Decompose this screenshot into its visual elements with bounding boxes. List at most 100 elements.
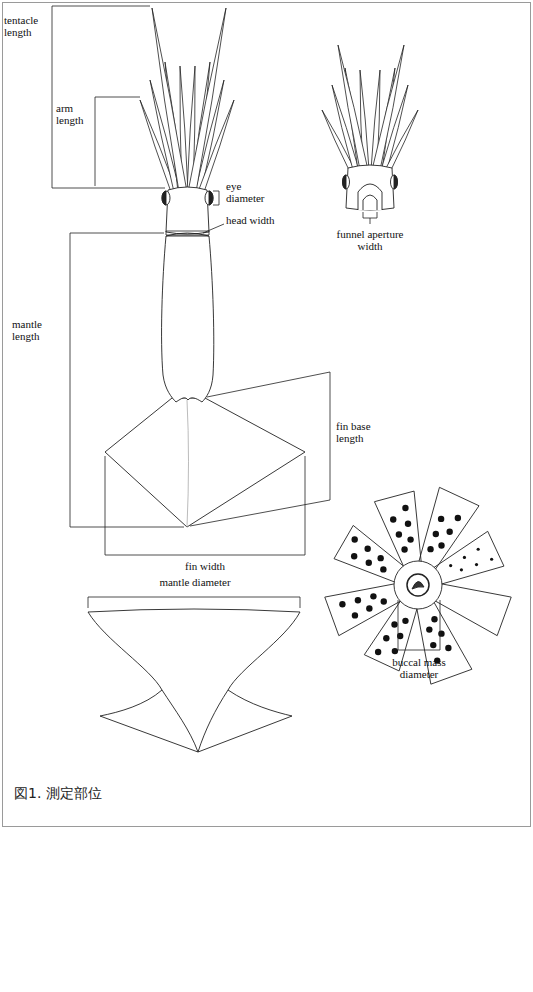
measurement-label: mantle diameter	[125, 576, 265, 588]
sucker	[490, 558, 493, 561]
sucker	[364, 546, 370, 552]
eye	[162, 191, 166, 205]
funnel-view-head	[343, 165, 398, 210]
fin-edge	[162, 690, 228, 752]
sucker	[455, 515, 461, 521]
sucker	[401, 546, 407, 552]
tentacle	[188, 8, 226, 192]
sucker	[438, 630, 444, 636]
sucker	[427, 546, 433, 552]
sucker	[390, 516, 396, 522]
sucker	[460, 568, 463, 571]
fin-width-bracket	[105, 456, 305, 555]
sucker	[381, 598, 387, 604]
buccal-bracket	[398, 600, 440, 650]
sucker	[351, 536, 357, 542]
beak	[407, 574, 429, 596]
sucker	[426, 626, 432, 632]
sucker	[402, 618, 408, 624]
mantle-bracket	[70, 233, 184, 527]
measurement-label: buccal mass diameter	[380, 656, 458, 680]
sucker	[430, 642, 436, 648]
sucker	[446, 529, 452, 535]
fin-midline	[187, 400, 189, 527]
measurement-label: mantle length	[12, 318, 66, 342]
arm-base	[418, 487, 479, 572]
sucker	[392, 648, 398, 654]
measurement-label: arm length	[56, 102, 92, 126]
funnel	[358, 184, 382, 210]
mantle-outline	[88, 609, 300, 752]
funnel-aperture	[363, 195, 377, 210]
eye	[394, 175, 398, 189]
sucker	[405, 521, 411, 527]
measure-lines	[52, 6, 440, 650]
measurement-label: head width	[226, 214, 286, 226]
tentacle	[372, 45, 404, 170]
sucker	[366, 605, 372, 611]
sucker	[433, 531, 439, 537]
eye	[343, 175, 347, 189]
head	[166, 187, 209, 234]
sucker	[380, 566, 386, 572]
eye	[209, 191, 213, 205]
figure-frame	[3, 3, 531, 827]
measurement-label: eye diameter	[226, 180, 281, 204]
arm-base	[334, 525, 407, 583]
sucker	[438, 516, 444, 522]
mantle	[162, 236, 214, 402]
sucker	[431, 616, 437, 622]
sucker	[407, 536, 413, 542]
measurement-label: tentacle length	[4, 14, 48, 38]
sucker	[366, 560, 372, 566]
buccal-view	[325, 487, 511, 684]
figure-caption: 図1. 測定部位	[14, 785, 102, 803]
sucker	[375, 649, 381, 655]
arm-base	[431, 531, 504, 585]
measurement-label: funnel aperture width	[328, 228, 412, 252]
fin	[105, 398, 305, 527]
opened-mantle	[88, 609, 300, 752]
sucker	[463, 556, 466, 559]
sucker	[475, 563, 478, 566]
arms	[322, 45, 418, 170]
tentacle	[152, 8, 187, 192]
funnel-leader	[370, 218, 371, 224]
sucker	[370, 593, 376, 599]
sucker	[351, 553, 357, 559]
sucker	[339, 601, 345, 607]
measurement-label: fin width	[150, 560, 260, 572]
eye	[205, 191, 213, 205]
funnel-bracket	[363, 212, 377, 218]
arm-bracket	[95, 97, 140, 186]
arm-base	[325, 583, 404, 635]
head	[346, 165, 394, 210]
squid-body	[105, 187, 305, 527]
tentacle	[338, 45, 368, 170]
beak	[412, 581, 424, 589]
sucker	[449, 564, 452, 567]
sucker	[402, 505, 408, 511]
collar	[166, 233, 209, 236]
sucker	[383, 635, 389, 641]
buccal-mass	[394, 561, 442, 609]
sucker	[438, 542, 444, 548]
arms	[140, 8, 234, 192]
arm-base	[432, 583, 511, 635]
measurement-label: fin base length	[336, 420, 388, 444]
eye	[391, 175, 398, 189]
eye	[162, 191, 170, 205]
sucker	[477, 548, 480, 551]
sucker	[445, 645, 451, 651]
mantle-diameter-bracket	[88, 597, 300, 608]
sucker	[391, 621, 397, 627]
tentacle-bracket	[52, 6, 165, 188]
sucker	[355, 597, 361, 603]
eye-bracket	[213, 191, 219, 205]
arm-base	[374, 491, 421, 570]
head-width-leader	[203, 224, 224, 233]
sucker	[352, 612, 358, 618]
fin-base-bracket	[190, 372, 330, 526]
eye	[343, 175, 350, 189]
